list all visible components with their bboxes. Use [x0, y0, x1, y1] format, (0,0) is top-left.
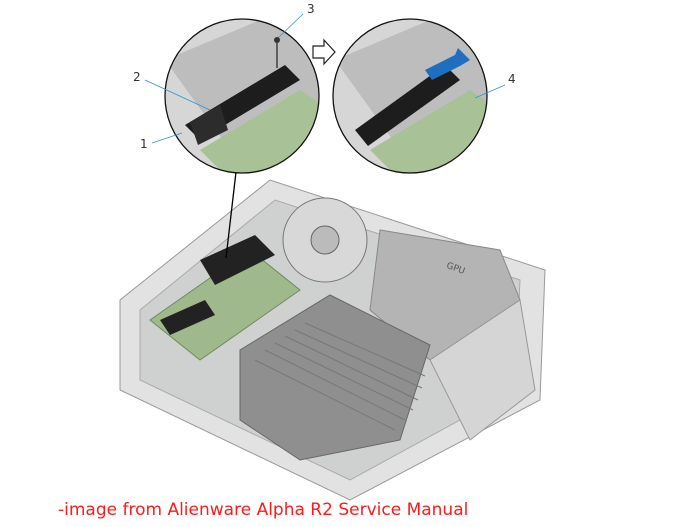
callout-2: 2	[133, 70, 141, 84]
callout-4: 4	[508, 72, 516, 86]
callout-lines	[144, 13, 506, 144]
callout-1: 1	[140, 137, 148, 151]
detail-view-before	[165, 19, 319, 173]
direction-arrow	[425, 48, 470, 80]
callout-3: 3	[307, 2, 315, 16]
chassis	[119, 179, 546, 501]
heatsink	[239, 294, 431, 461]
ssd-module	[200, 235, 275, 285]
image-caption: -image from Alienware Alpha R2 Service M…	[58, 500, 469, 520]
zoom-leader-line	[225, 171, 237, 259]
right-arrow-icon	[312, 38, 336, 66]
detail-view-after	[333, 19, 487, 173]
